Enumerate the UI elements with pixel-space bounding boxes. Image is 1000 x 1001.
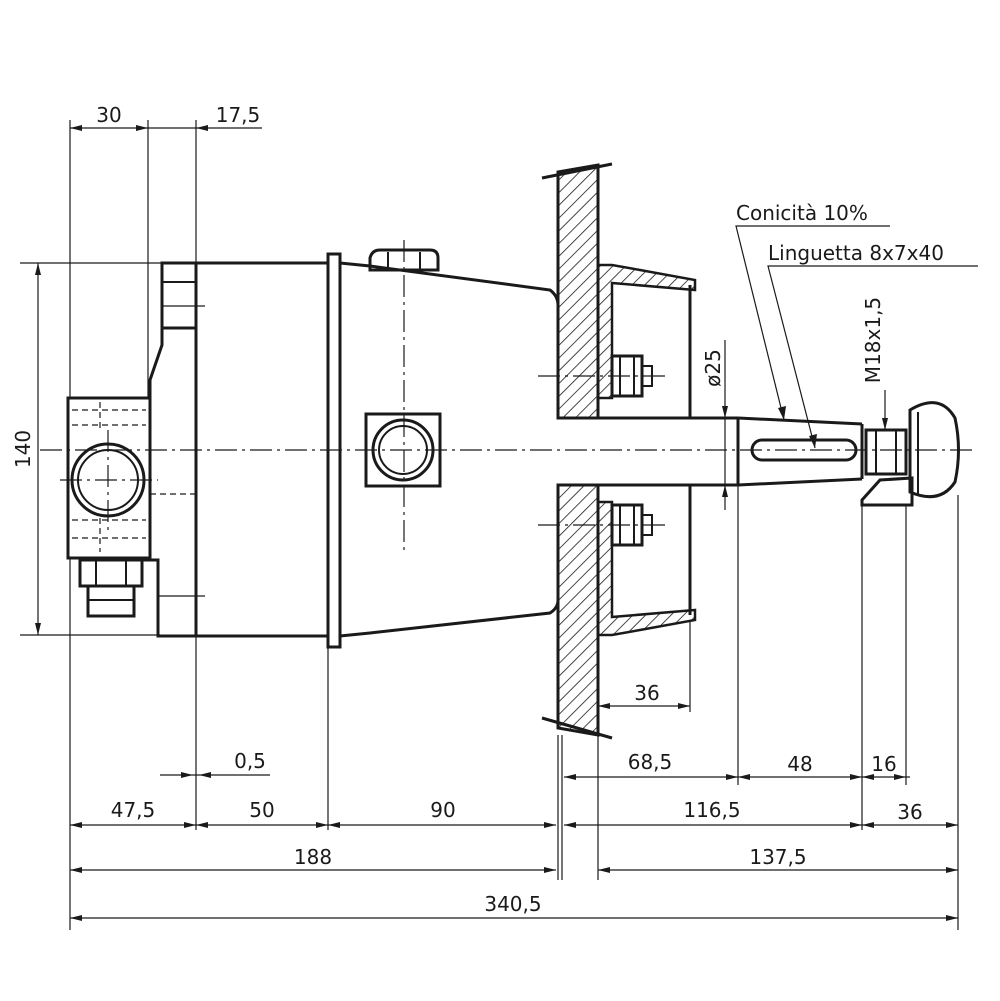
- dim-116-5: 116,5: [683, 798, 740, 822]
- dim-50: 50: [249, 798, 274, 822]
- port-block: [66, 396, 152, 560]
- output-shaft: [562, 401, 960, 507]
- dim-16: 16: [871, 752, 896, 776]
- dim-140: 140: [11, 430, 35, 468]
- keyway: [750, 438, 858, 462]
- dim-90: 90: [430, 798, 455, 822]
- dim-47-5: 47,5: [111, 798, 156, 822]
- dim-17-5: 17,5: [216, 103, 261, 127]
- dim-36-flange: 36: [634, 681, 659, 705]
- dim-0-5: 0,5: [234, 749, 266, 773]
- dim-diameter-25: ø25: [701, 349, 725, 387]
- shaft-nut: [908, 401, 960, 499]
- annotation-texts: 30 17,5 140 0,5 47,5 50 90 188 36 68,5 4…: [11, 103, 944, 916]
- filler-cap: [368, 248, 440, 272]
- taper-label: Conicità 10%: [736, 201, 868, 225]
- dim-340-5: 340,5: [484, 892, 541, 916]
- fitting-nut: [78, 558, 144, 588]
- dim-188: 188: [294, 845, 332, 869]
- dim-137-5: 137,5: [749, 845, 806, 869]
- thread: [864, 428, 908, 476]
- dim-68-5: 68,5: [628, 750, 673, 774]
- dim-48: 48: [787, 752, 812, 776]
- dim-36-end: 36: [897, 800, 922, 824]
- dimension-lines: [35, 125, 978, 921]
- key-label: Linguetta 8x7x40: [768, 241, 944, 265]
- mounting-panel: [538, 162, 697, 740]
- dim-30: 30: [96, 103, 121, 127]
- pump-body: [60, 240, 560, 649]
- extension-lines: [20, 120, 959, 930]
- thread-label: M18x1,5: [861, 297, 885, 383]
